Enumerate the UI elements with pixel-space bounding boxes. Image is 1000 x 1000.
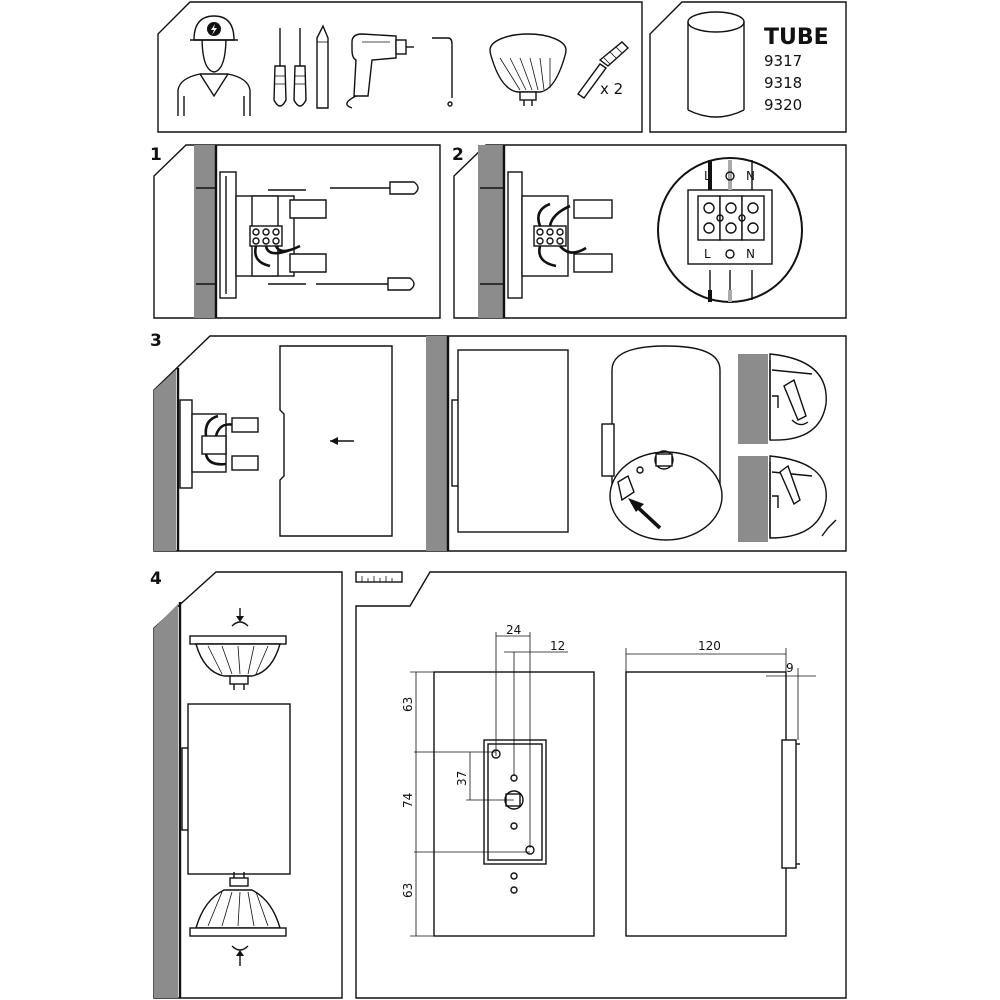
pencil-icon <box>316 24 329 109</box>
terminal-label-bottom-l: L <box>704 247 711 261</box>
check-mark-icon <box>821 519 837 537</box>
product-name: TUBE <box>764 25 829 50</box>
step-3-number: 3 <box>150 331 162 351</box>
tools-panel: x 2 <box>157 1 643 133</box>
mounting-plate <box>219 171 237 299</box>
dim-120: 120 <box>698 639 721 653</box>
wall <box>194 145 216 318</box>
side-view-outline <box>625 671 787 937</box>
product-panel: TUBE 9317 9318 9320 <box>649 1 847 133</box>
hex-key-icon <box>432 37 453 107</box>
dim-63-top: 63 <box>401 697 415 712</box>
anchor-quantity: x 2 <box>600 80 623 98</box>
terminal-block <box>249 225 283 247</box>
step-1-number: 1 <box>150 145 162 165</box>
step-2-panel: L N L N <box>453 144 847 319</box>
dim-24: 24 <box>506 623 521 637</box>
tube-perspective <box>601 345 723 541</box>
step-2-number: 2 <box>452 145 464 165</box>
ruler-icon <box>355 571 403 583</box>
dim-37: 37 <box>455 771 469 786</box>
screwdriver-icons <box>273 28 307 107</box>
dim-74: 74 <box>401 793 415 808</box>
terminal-detail-circle: L N L N <box>657 157 803 303</box>
drill-icon <box>346 33 414 109</box>
bulb-bottom <box>189 872 287 966</box>
technician-icon <box>177 15 251 116</box>
dim-12: 12 <box>550 639 565 653</box>
dim-9: 9 <box>786 661 794 675</box>
tube-illustration <box>687 11 745 118</box>
wall-anchor-icon <box>577 41 630 99</box>
earth-symbol-top <box>725 171 735 181</box>
terminal-label-bottom-n: N <box>746 247 755 261</box>
product-code-2: 9318 <box>764 74 802 92</box>
step-1-panel <box>153 144 441 319</box>
dimensions-panel: 24 12 63 74 63 37 120 9 <box>355 571 847 999</box>
screw-detail-top <box>738 353 827 444</box>
mounting-plate-front <box>483 739 547 865</box>
terminal-label-top-l: L <box>704 169 711 183</box>
step-4-panel <box>153 571 343 999</box>
bulb-icon <box>489 33 567 106</box>
product-code-1: 9317 <box>764 52 802 70</box>
bulb-top <box>189 608 287 690</box>
terminal-label-top-n: N <box>746 169 755 183</box>
earth-symbol-bottom <box>725 249 735 259</box>
step-4-number: 4 <box>150 569 162 589</box>
dim-63-bottom: 63 <box>401 883 415 898</box>
screw-detail-bottom <box>738 455 837 542</box>
step-3-panel <box>153 335 847 552</box>
product-code-3: 9320 <box>764 96 802 114</box>
